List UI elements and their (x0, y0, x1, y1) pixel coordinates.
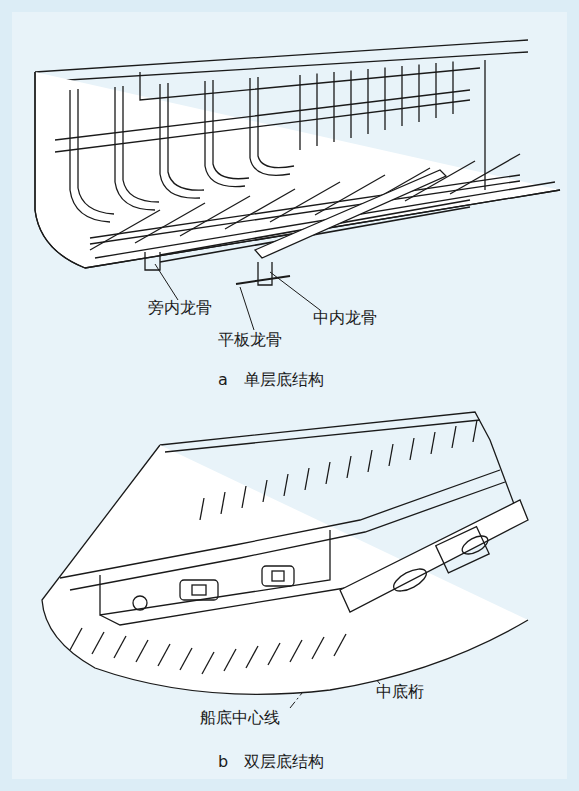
structure-stroke (114, 636, 126, 658)
structure-stroke (242, 486, 246, 508)
frame-stroke (250, 78, 290, 175)
structure-stroke (70, 628, 82, 650)
structure-stroke (268, 643, 280, 665)
part-label: 旁内龙骨 (148, 298, 212, 317)
frame-stroke (123, 86, 159, 202)
structure-stroke (326, 462, 330, 484)
structure-stroke (200, 498, 204, 520)
structure-stroke (368, 450, 372, 472)
structure-stroke (290, 640, 302, 662)
structure-stroke (305, 468, 309, 490)
structure-stroke (246, 646, 258, 668)
structure-stroke (180, 648, 192, 670)
structure-stroke (347, 456, 351, 478)
double-bottom-drawing (42, 412, 528, 694)
structure-stroke (452, 426, 456, 448)
structure-stroke (452, 62, 453, 115)
part-label: 船底中心线 (200, 708, 280, 727)
frame-stroke (115, 87, 155, 210)
frame-stroke (205, 81, 245, 187)
frame-stroke (70, 90, 110, 222)
sub-caption: b 双层底结构 (218, 752, 324, 771)
structure-stroke (92, 632, 104, 654)
part-label: 中底桁 (376, 682, 424, 701)
structure-stroke (401, 66, 402, 126)
structure-stroke (384, 68, 385, 131)
structure-stroke (333, 72, 334, 142)
structure-stroke (350, 71, 351, 139)
structure-stroke (221, 492, 225, 514)
part-label: 平板龙骨 (218, 330, 282, 349)
structure-stroke (367, 69, 368, 134)
panel (12, 12, 567, 779)
structure-stroke (473, 420, 477, 442)
structure-stroke (389, 444, 393, 466)
structure-stroke (136, 640, 148, 662)
sub-caption: a 单层底结构 (218, 370, 324, 389)
structure-stroke (158, 644, 170, 666)
leader-line (270, 272, 320, 310)
structure-stroke (263, 480, 267, 502)
structure-stroke (312, 637, 324, 659)
structure-stroke (316, 74, 317, 147)
frame-stroke (78, 89, 114, 214)
structure-stroke (450, 154, 520, 194)
structure-stroke (410, 438, 414, 460)
structure-stroke (224, 649, 236, 671)
frame-stroke (168, 83, 204, 190)
frame-stroke (213, 80, 249, 179)
structure-stroke (299, 75, 300, 150)
part-label: 中内龙骨 (313, 308, 377, 327)
structure-stroke (418, 65, 419, 123)
structure-stroke (90, 210, 160, 250)
structure-stroke (284, 474, 288, 496)
single-bottom-drawing (35, 40, 560, 285)
frame-stroke (258, 77, 294, 168)
leader-line (240, 287, 254, 330)
structure-stroke (334, 634, 346, 656)
frame-stroke (160, 84, 200, 198)
structure-stroke (431, 432, 435, 454)
structure-stroke (435, 63, 436, 118)
structure-stroke (202, 652, 214, 674)
leader-line (155, 264, 178, 300)
